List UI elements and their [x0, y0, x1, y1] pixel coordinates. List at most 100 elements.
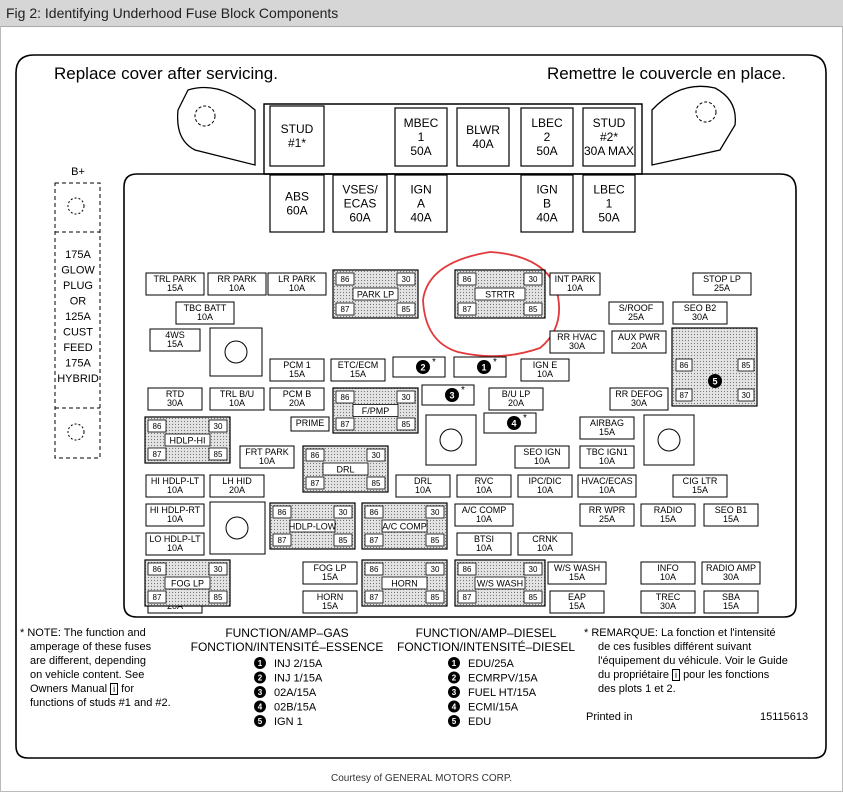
right-mount-hole — [695, 101, 717, 123]
relay-pin-label: 30 — [402, 275, 411, 284]
fuse-pcm1-label: 15A — [289, 369, 305, 379]
note-left-line: Owners Manual — [30, 683, 108, 695]
relay-ws_wash-plate — [474, 576, 526, 590]
note-right-line: l'équipement du véhicule. Voir le Guide — [598, 655, 788, 667]
relay-pin — [333, 533, 353, 547]
diesel-legend-item: EDU — [468, 716, 491, 728]
relay-pin — [457, 302, 477, 316]
fuse-radio_amp-label: 30A — [723, 572, 739, 582]
fuse-ipc_dic-label: IPC/DIC — [528, 476, 562, 486]
fuse-hi_hdlp_rt-label: 10A — [167, 514, 183, 524]
fuse-pcm_b-label: 20A — [289, 398, 305, 408]
diesel-legend-item: ECMI/15A — [468, 702, 519, 714]
fuse-horn_f-label: HORN — [317, 592, 344, 602]
relay-pin-label: 87 — [278, 536, 287, 545]
diesel-legend-item: ECMRPV/15A — [468, 673, 538, 685]
relay-pin — [396, 272, 416, 286]
relay-pin-label: 30 — [372, 451, 381, 460]
marker-m3-label: 3 — [449, 391, 454, 401]
fuse-pcm1 — [269, 358, 325, 382]
gas-legend-bullet-number: 1 — [258, 659, 263, 668]
socket-2 — [439, 428, 463, 452]
fuse-rr_defog-label: RR DEFOG — [615, 389, 663, 399]
diesel-legend-bullet — [448, 715, 460, 727]
relay-pin — [366, 448, 386, 462]
relay-pin — [364, 505, 384, 519]
relay-drl-label: DRL — [336, 465, 354, 475]
fuse-rr_hvac — [549, 330, 605, 354]
note-right-line: du propriétaire — [598, 669, 669, 681]
fuse-seo_b1-label: 15A — [723, 514, 739, 524]
diesel-legend-item: EDU/25A — [468, 658, 515, 670]
fuse-trec-label: 30A — [660, 601, 676, 611]
marker-m1-label: 1 — [481, 363, 486, 373]
relay-pin-label: 86 — [341, 275, 350, 284]
fuse-stud2-label: 30A MAX — [584, 144, 634, 158]
marker-m4-star: * — [523, 413, 527, 424]
relay-strtr-plate — [474, 287, 526, 301]
fuse-ign_e — [520, 358, 570, 382]
gas-legend-heading: FUNCTION/AMP–GAS — [225, 626, 348, 640]
fuse-ws_wash_f — [547, 561, 607, 585]
relay-pin-label: 86 — [463, 565, 472, 574]
fuse-fog_lp_f-label: 15A — [322, 572, 338, 582]
fuse-tbc_batt-label: 10A — [197, 312, 213, 322]
fuse-sba-label: 15A — [723, 601, 739, 611]
relay-pin-label: 86 — [153, 565, 162, 574]
fuse-mbec1-label: 50A — [410, 144, 431, 158]
fuse-bu_lp-label: 20A — [508, 398, 524, 408]
relay-hdlp_low-plate — [289, 519, 336, 533]
side-fuse-label: OR — [70, 296, 87, 308]
fuse-tbc_ign1-label: 10A — [599, 456, 615, 466]
fuse-aux_pwr — [611, 330, 667, 354]
relay-pin — [333, 505, 353, 519]
fuse-rr_hvac-label: 30A — [569, 341, 585, 351]
fuse-airbag — [579, 416, 635, 440]
fuse-fws-label: 4WS — [165, 330, 185, 340]
fuse-radio — [640, 503, 696, 527]
marker-m1-star: * — [493, 357, 497, 368]
fuse-blwr-label: 40A — [472, 137, 493, 151]
fuse-sroof — [608, 301, 664, 325]
diesel-legend-heading-fr: FONCTION/INTENSITÉ–DIESEL — [397, 639, 575, 654]
fuse-seo_ign-label: SEO IGN — [523, 447, 561, 457]
window-title: Fig 2: Identifying Underhood Fuse Block … — [6, 5, 339, 21]
diesel-legend-bullet — [448, 700, 460, 713]
fuse-radio-label: 15A — [660, 514, 676, 524]
courtesy-line: Courtesy of GENERAL MOTORS CORP. — [331, 773, 512, 784]
fuse-eap-label: 15A — [569, 601, 585, 611]
relay-pin — [523, 590, 543, 604]
fuse-ws_wash_f-label: 15A — [569, 572, 585, 582]
fuse-int_park-label: 10A — [567, 283, 583, 293]
fuse-tbc_batt-label: TBC BATT — [184, 303, 227, 313]
marker-m3-star: * — [461, 385, 465, 396]
relay-pin-label: 87 — [463, 593, 472, 602]
fuse-lbec2-label: LBEC — [531, 116, 563, 130]
relay-hdlp_low-label: HDLP-LOW — [289, 522, 337, 532]
fuse-lbec2-label: 2 — [544, 130, 551, 144]
relay-pin — [364, 562, 384, 576]
fuse-hvac_ecas — [577, 474, 637, 498]
relay-fog_lp-label: FOG LP — [171, 579, 204, 589]
marker-m1 — [477, 360, 491, 374]
note-left-line: for — [121, 683, 135, 695]
marker-m2-label: 2 — [420, 363, 425, 373]
socket-4-frame — [209, 501, 266, 555]
fuse-crnk-label: 10A — [537, 543, 553, 553]
relay-pin — [147, 590, 167, 604]
fuse-hvac_ecas-label: 10A — [599, 485, 615, 495]
note-right-line: des plots 1 et 2. — [598, 683, 676, 695]
relay-pin — [425, 590, 445, 604]
relay-pin-label: 30 — [742, 391, 751, 400]
relay-pin-label: 85 — [529, 593, 538, 602]
fuse-igna-label: 40A — [410, 211, 431, 225]
fuse-horn_f — [302, 590, 358, 614]
fuse-pcm_b-label: PCM B — [283, 389, 312, 399]
relay-pin — [335, 390, 355, 404]
fuse-info — [640, 561, 696, 585]
note-left-line: are different, depending — [30, 655, 146, 667]
relay-pin-label: 85 — [214, 450, 223, 459]
relay-pin — [208, 590, 228, 604]
relay-pin-label: 86 — [341, 393, 350, 402]
relay-hdlp_hi-plate — [164, 433, 211, 447]
